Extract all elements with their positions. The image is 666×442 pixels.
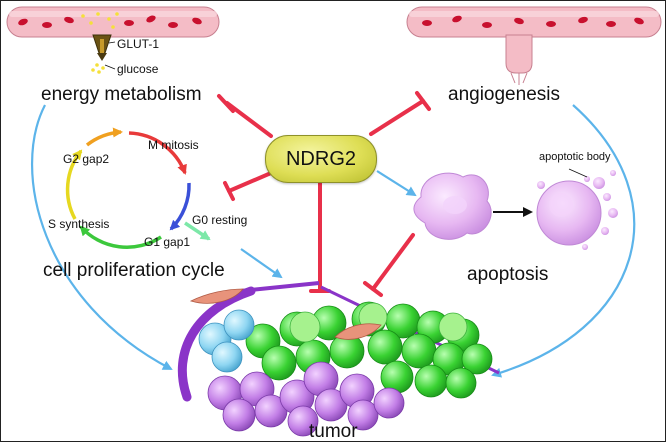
tumor-mass xyxy=(177,281,500,437)
inhibit-apoptosis-tumor-bar xyxy=(363,281,383,297)
inhibit-cycle-bar xyxy=(223,181,235,201)
g2-gap2-label: G2 gap2 xyxy=(63,152,110,166)
cycle-segment-g2 xyxy=(65,149,83,220)
m-mitosis-label: M mitosis xyxy=(148,138,199,152)
inhibit-energy-bar xyxy=(217,94,235,113)
cycle-segment-g2m xyxy=(85,127,123,147)
tumor-label: tumor xyxy=(309,421,358,442)
inhibit-angiogenesis-bar xyxy=(415,91,431,111)
cell-proliferation-cycle-label: cell proliferation cycle xyxy=(43,260,225,281)
cycle-segment-g1 xyxy=(169,182,191,231)
glucose-label: glucose xyxy=(117,62,159,76)
glut1-label: GLUT-1 xyxy=(117,37,160,51)
inhibit-energy-line xyxy=(225,101,273,138)
inhibit-angiogenesis-line xyxy=(369,99,425,136)
apoptosis-label: apoptosis xyxy=(467,264,549,285)
glucose-molecules-icon xyxy=(91,63,105,74)
ndrg2-label: NDRG2 xyxy=(285,147,356,170)
s-synthesis-label: S synthesis xyxy=(48,217,110,231)
left-blood-vessel xyxy=(6,6,220,38)
energy-to-tumor-arrow xyxy=(31,104,173,370)
inhibition-lines xyxy=(217,91,431,297)
g1-gap1-label: G1 gap1 xyxy=(144,235,191,249)
apoptotic-body-icon xyxy=(536,168,618,250)
inhibit-apoptosis-tumor-line xyxy=(371,233,415,291)
apoptotic-body-label: apoptotic body xyxy=(539,151,611,163)
g0-resting-label: G0 resting xyxy=(192,213,248,227)
promotion-arrows xyxy=(31,104,636,378)
cycle-segment-s xyxy=(79,225,162,249)
ndrg2-to-apoptosis-arrow xyxy=(376,170,417,197)
angiogenesis-to-tumor-arrow xyxy=(491,104,636,378)
cycle-segment-g0 xyxy=(184,221,211,241)
apoptotic-cell-icon xyxy=(413,172,492,240)
right-blood-vessel xyxy=(406,6,662,85)
energy-metabolism-label: energy metabolism xyxy=(41,84,202,105)
glut1-transporter-icon xyxy=(92,34,116,70)
cell-cycle-ring xyxy=(65,127,211,249)
inhibit-cycle-line xyxy=(227,171,273,193)
ndrg2-node: NDRG2 xyxy=(265,135,377,183)
angiogenesis-label: angiogenesis xyxy=(448,84,560,105)
cycle-to-tumor-arrow xyxy=(240,248,283,279)
cycle-segment-m xyxy=(128,131,187,175)
